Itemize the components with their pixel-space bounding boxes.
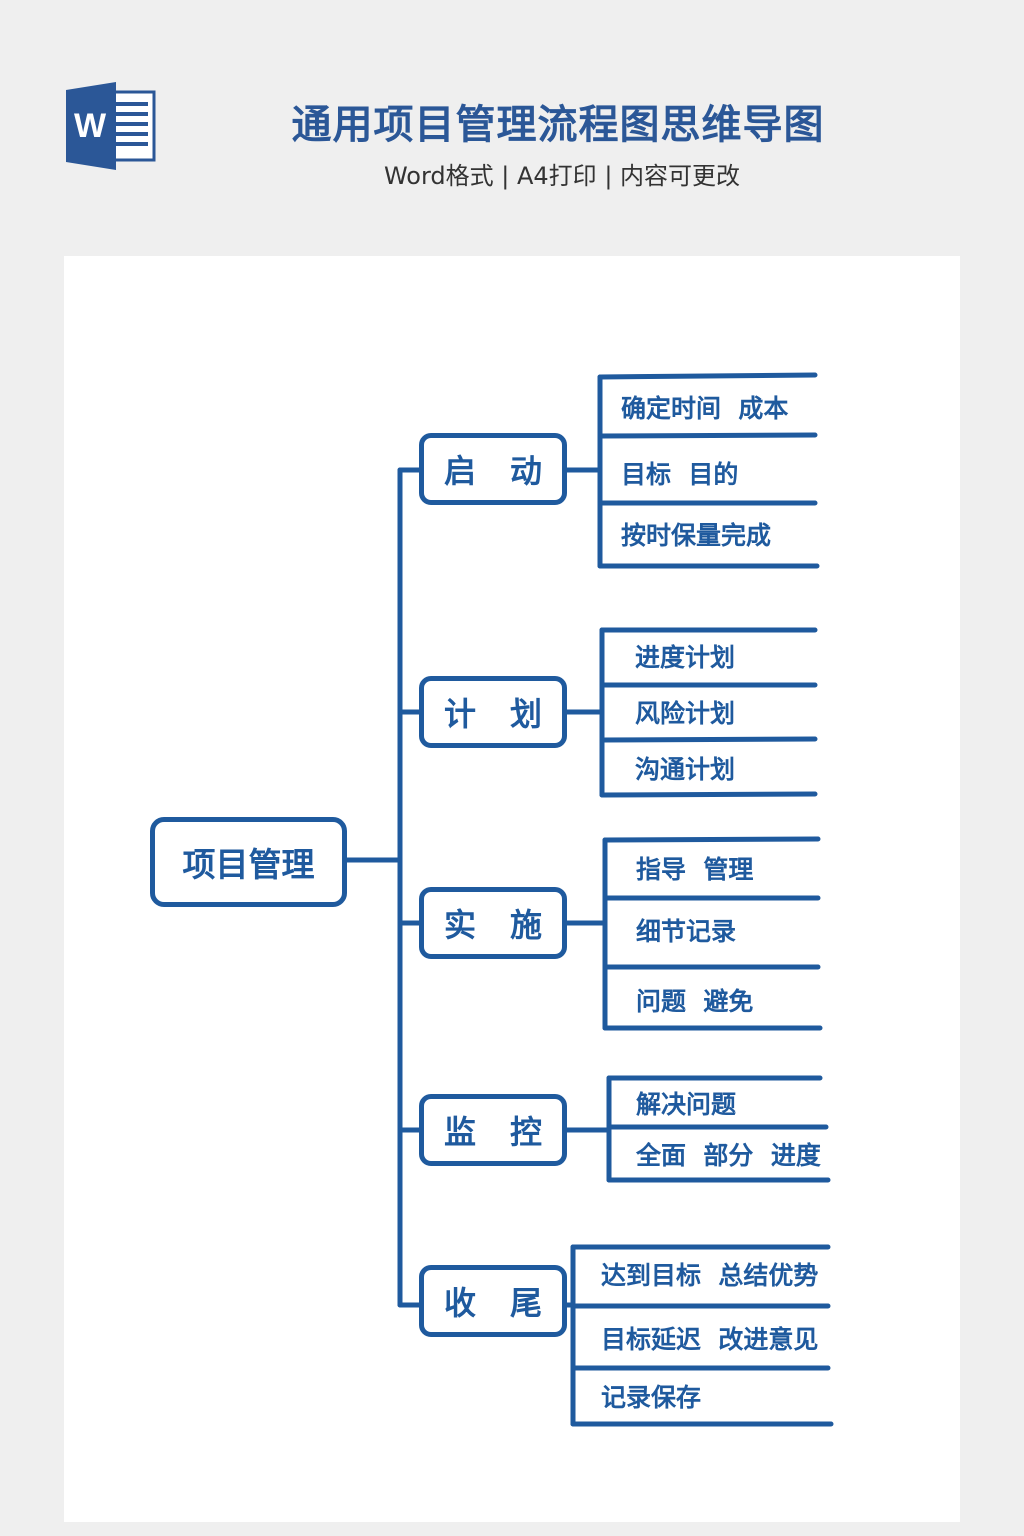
leaf-node: 记录保存 <box>601 1383 702 1412</box>
branch-label-char: 收 <box>444 1284 477 1322</box>
branch-label-char: 尾 <box>509 1284 542 1322</box>
word-logo-icon: W <box>64 82 156 170</box>
leaf-node: 风险计划 <box>635 699 736 728</box>
svg-text:W: W <box>74 107 107 145</box>
branch-label-char: 监 <box>444 1113 477 1151</box>
root-node: 项目管理 <box>150 817 347 907</box>
branch-label-char: 启 <box>444 452 477 490</box>
branch-label-char: 控 <box>509 1113 542 1151</box>
branch-node-start: 启动 <box>419 433 567 505</box>
page-title: 通用项目管理流程图思维导图 <box>291 102 825 148</box>
leaf-node: 按时保量完成 <box>621 521 772 550</box>
branch-label-char: 计 <box>444 695 477 733</box>
root-node-label: 项目管理 <box>182 845 315 884</box>
branch-label-char: 实 <box>444 906 477 944</box>
leaf-node: 细节记录 <box>636 917 737 946</box>
leaf-node: 确定时间 成本 <box>621 394 789 423</box>
leaf-node: 指导 管理 <box>636 855 754 884</box>
leaf-node: 全面 部分 进度 <box>636 1141 821 1170</box>
leaf-node: 目标延迟 改进意见 <box>601 1325 819 1354</box>
branch-label-char: 划 <box>509 695 542 733</box>
branch-node-execute: 实施 <box>419 887 567 959</box>
branch-label-char: 施 <box>509 906 542 944</box>
page-subtitle: Word格式 | A4打印 | 内容可更改 <box>383 162 741 190</box>
leaf-node: 问题 避免 <box>636 987 754 1016</box>
branch-node-plan: 计划 <box>419 676 567 748</box>
branch-label-char: 动 <box>509 452 542 490</box>
leaf-node: 目标 目的 <box>621 460 739 489</box>
leaf-node: 达到目标 总结优势 <box>601 1261 819 1290</box>
leaf-node: 沟通计划 <box>635 755 736 784</box>
leaf-node: 解决问题 <box>636 1090 737 1119</box>
branch-node-monitor: 监控 <box>419 1094 567 1166</box>
leaf-node: 进度计划 <box>635 643 736 672</box>
branch-node-close: 收尾 <box>419 1265 567 1337</box>
